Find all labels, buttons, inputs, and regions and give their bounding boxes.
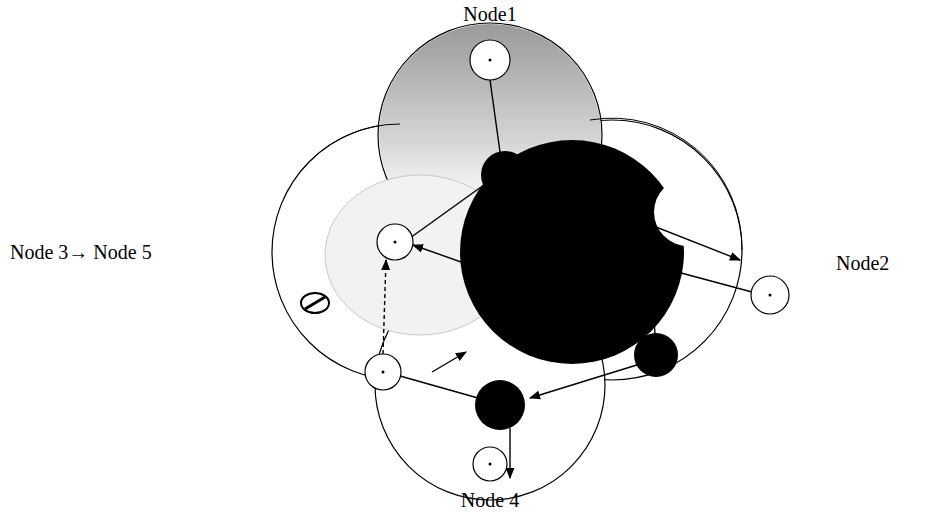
new-positions <box>365 40 789 481</box>
node-label: Node1 <box>461 2 518 26</box>
node-name: Node1 <box>461 2 518 26</box>
node-name: Node 3→ Node 5 <box>8 240 154 264</box>
black-region <box>460 140 722 364</box>
link-lines <box>383 80 752 478</box>
node-label: Node2 <box>834 251 891 275</box>
old-positions <box>475 151 678 430</box>
node-dots <box>382 59 772 466</box>
node-label: Node 4 <box>459 488 521 512</box>
no-symbol <box>301 293 329 313</box>
coverage-circles <box>272 23 742 500</box>
node-name: Node2 <box>834 251 891 275</box>
node-label: Node 3→ Node 5 <box>8 240 154 264</box>
node-name: Node 4 <box>459 488 521 512</box>
